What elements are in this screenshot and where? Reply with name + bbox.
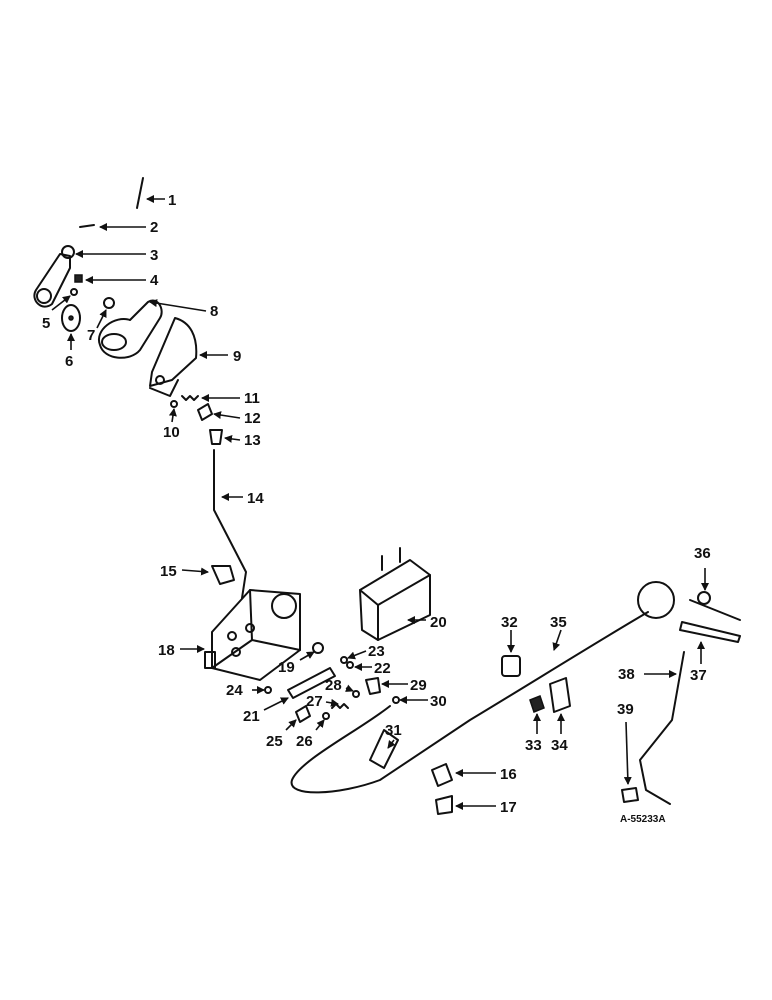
drawing-reference-code: A-55233A <box>620 814 666 825</box>
part-1-pin <box>136 177 144 209</box>
part-17-clamp <box>435 795 453 815</box>
part-16-clamp <box>431 763 453 787</box>
callout-28: 28 <box>325 677 342 694</box>
callout-16: 16 <box>500 766 517 783</box>
callout-35: 35 <box>550 614 567 631</box>
callout-1: 1 <box>168 192 176 209</box>
part-26 <box>322 712 330 720</box>
callout-19: 19 <box>278 659 295 676</box>
part-30 <box>392 696 400 704</box>
part-2-pin <box>79 224 95 228</box>
part-4-nut <box>74 274 83 283</box>
callout-26: 26 <box>296 733 313 750</box>
part-12-clip <box>197 403 213 421</box>
part-14-rod <box>213 449 247 599</box>
part-29 <box>365 677 381 695</box>
callout-13: 13 <box>244 432 261 449</box>
part-22 <box>346 661 354 669</box>
callout-3: 3 <box>150 247 158 264</box>
part-34-clip <box>549 677 571 713</box>
part-35-cable <box>290 611 649 794</box>
part-28 <box>352 690 360 698</box>
part-31-bracket <box>369 729 399 769</box>
part-25 <box>295 705 311 723</box>
part-38-handle <box>639 651 685 805</box>
part-23 <box>340 656 348 664</box>
part-19-bolt <box>312 642 324 654</box>
part-39-bushing <box>621 787 639 803</box>
callout-27: 27 <box>306 693 323 710</box>
callouts: 1 2 3 4 5 6 7 8 9 10 11 12 13 <box>42 192 711 816</box>
callout-8: 8 <box>210 303 218 320</box>
part-8-boot <box>97 299 163 359</box>
callout-4: 4 <box>150 272 159 289</box>
part-37-lever <box>679 621 741 643</box>
part-11-spring <box>181 395 199 401</box>
callout-24: 24 <box>226 682 243 699</box>
callout-9: 9 <box>233 348 241 365</box>
callout-10: 10 <box>163 424 180 441</box>
callout-11: 11 <box>244 390 260 407</box>
part-5-ring <box>70 288 78 296</box>
part-32-sleeve <box>501 655 521 677</box>
part-13-clevis <box>209 429 223 445</box>
callout-23: 23 <box>368 643 385 660</box>
callout-29: 29 <box>410 677 427 694</box>
callout-2: 2 <box>150 219 158 236</box>
part-24-pin <box>264 686 272 694</box>
part-9-quadrant <box>149 317 198 387</box>
callout-15: 15 <box>160 563 177 580</box>
callout-25: 25 <box>266 733 283 750</box>
callout-32: 32 <box>501 614 518 631</box>
callout-20: 20 <box>430 614 447 631</box>
part-15-bushing <box>211 565 235 585</box>
callout-38: 38 <box>618 666 635 683</box>
part-27-spring <box>331 703 349 709</box>
callout-22: 22 <box>374 660 391 677</box>
part-7-nut <box>103 297 115 309</box>
callout-5: 5 <box>42 315 50 332</box>
part-20-cover <box>359 559 431 641</box>
callout-37: 37 <box>690 667 707 684</box>
part-3-lever <box>33 253 71 308</box>
callout-18: 18 <box>158 642 175 659</box>
callout-39: 39 <box>617 701 634 718</box>
callout-31: 31 <box>385 722 402 739</box>
part-33-clip <box>529 695 545 713</box>
part-10 <box>170 400 178 408</box>
callout-12: 12 <box>244 410 261 427</box>
part-36-knob <box>637 581 675 619</box>
part-drawings <box>33 177 741 815</box>
callout-6: 6 <box>65 353 73 370</box>
callout-36: 36 <box>694 545 711 562</box>
callout-17: 17 <box>500 799 517 816</box>
callout-30: 30 <box>430 693 447 710</box>
callout-7: 7 <box>87 327 95 344</box>
part-21-link <box>287 667 336 699</box>
part-6-washer <box>61 304 81 332</box>
callout-14: 14 <box>247 490 264 507</box>
callout-21: 21 <box>243 708 260 725</box>
callout-33: 33 <box>525 737 542 754</box>
callout-34: 34 <box>551 737 568 754</box>
